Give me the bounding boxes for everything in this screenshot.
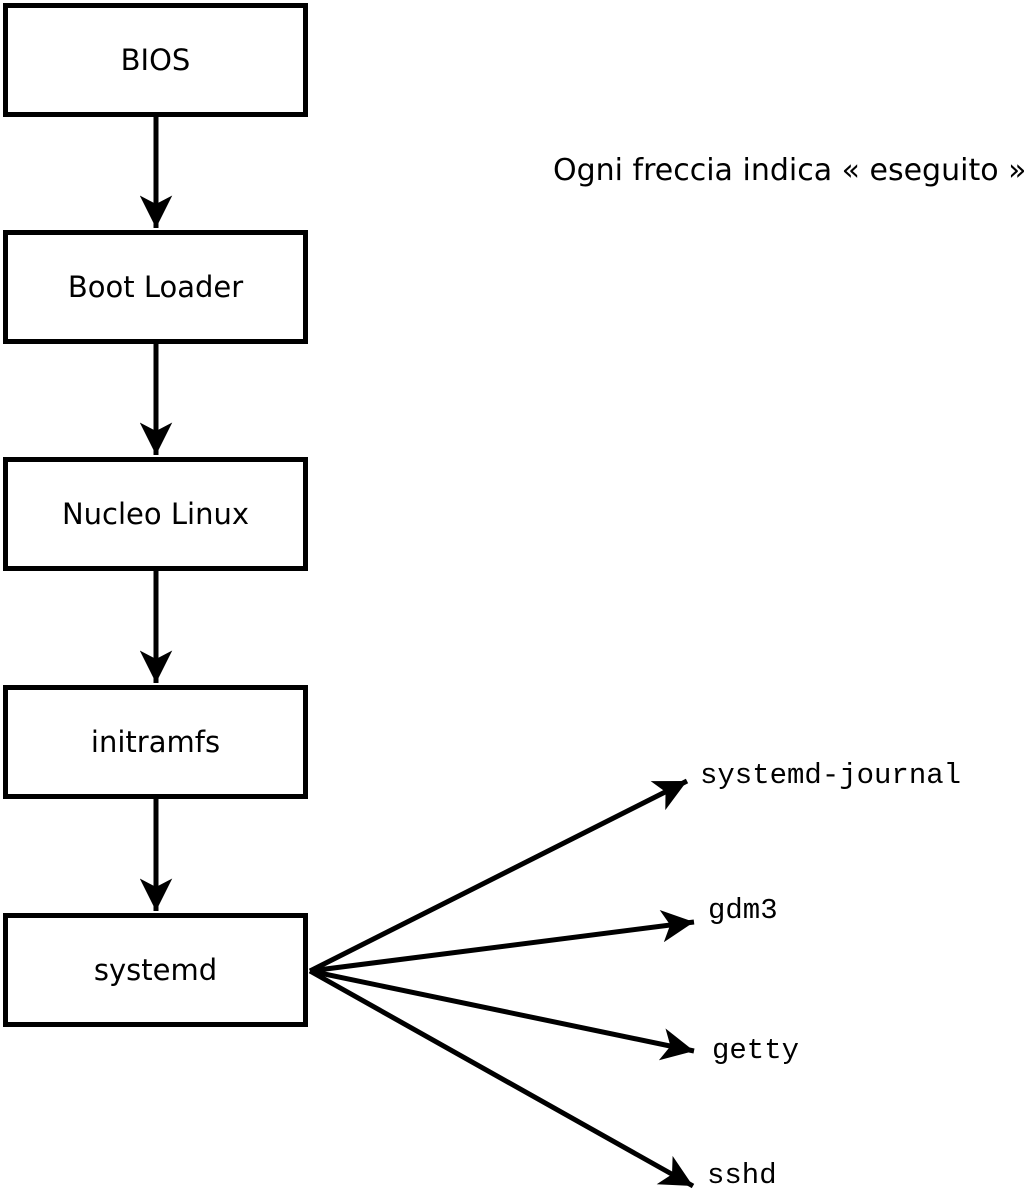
node-boot-loader-label: Boot Loader [67, 269, 244, 304]
service-gdm3: gdm3 [708, 894, 778, 927]
node-nucleo-linux: Nucleo Linux [3, 457, 308, 571]
node-boot-loader: Boot Loader [3, 230, 308, 344]
arrow-systemd-to-sshd [308, 968, 695, 1189]
arrow-systemd-to-getty [309, 968, 695, 1061]
diagram-caption: Ogni freccia indica « eseguito ». [553, 153, 1024, 188]
service-getty: getty [712, 1034, 800, 1067]
service-sshd: sshd [707, 1159, 777, 1192]
service-systemd-journal: systemd-journal [700, 759, 962, 792]
node-bios-label: BIOS [120, 42, 191, 77]
arrow-systemd-to-gdm3 [309, 909, 695, 974]
node-nucleo-linux-label: Nucleo Linux [61, 496, 249, 531]
arrow-systemd-to-journal [308, 778, 689, 974]
node-initramfs: initramfs [3, 685, 308, 799]
node-bios: BIOS [3, 3, 308, 117]
node-initramfs-label: initramfs [90, 724, 221, 759]
node-systemd: systemd [3, 913, 308, 1027]
node-systemd-label: systemd [93, 952, 218, 987]
